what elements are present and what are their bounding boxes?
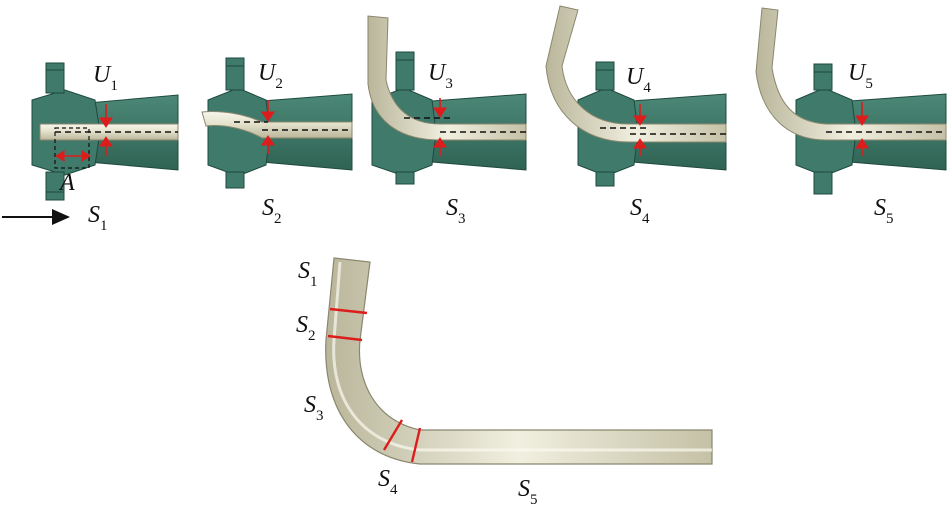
s-label-4: S4 [630, 195, 650, 227]
u-label-3: U3 [428, 60, 453, 92]
section-boundaries [327, 307, 422, 463]
die-stem-top [45, 62, 65, 94]
section-label-1: S1 [298, 258, 318, 290]
u-label-2: U2 [258, 60, 283, 92]
stage-1: U1 A S1 [31, 62, 179, 234]
tube [201, 111, 353, 139]
detail-label: A [58, 170, 75, 196]
detail-box-a [54, 127, 90, 169]
tube [367, 15, 527, 141]
s-label-5: S5 [874, 195, 894, 227]
stage-2: U2 S2 [201, 57, 353, 227]
s-label-3: S3 [446, 195, 466, 227]
tube [755, 7, 947, 141]
section-label-3: S3 [304, 392, 324, 424]
s-label-2: S2 [262, 195, 282, 227]
tube [545, 5, 727, 143]
section-label-2: S2 [296, 312, 316, 344]
u-label-4: U4 [626, 64, 651, 96]
bent-tube: S1 S2 S3 S4 S5 [296, 257, 713, 508]
stage-5: U5 S5 [755, 7, 947, 227]
displacement-marker [55, 104, 113, 162]
section-label-5: S5 [518, 476, 538, 508]
stage-3: U3 S3 [367, 15, 527, 227]
section-label-4: S4 [378, 466, 398, 498]
s-label-1: S1 [88, 202, 108, 234]
u-label-5: U5 [848, 60, 873, 92]
stage-4: U4 S4 [545, 5, 727, 227]
die-stem-bottom [45, 171, 65, 201]
u-label-1: U1 [93, 62, 118, 94]
